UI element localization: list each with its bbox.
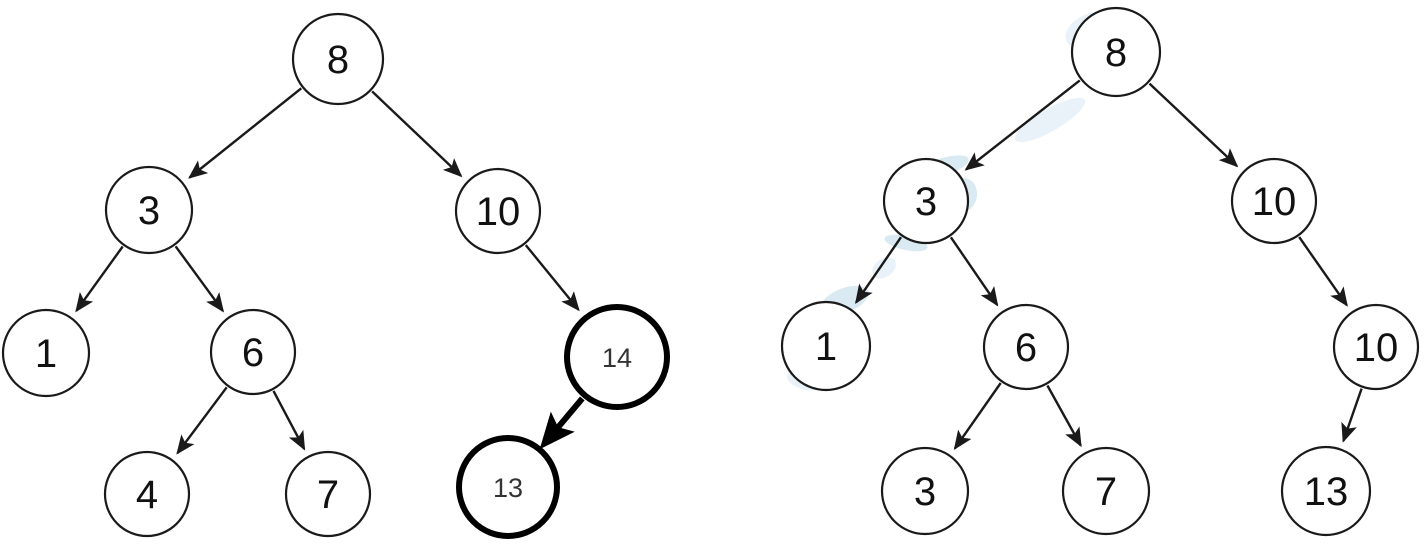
node-value-label: 1: [35, 332, 57, 376]
tree-edge-3-to-1: [75, 245, 124, 313]
tree-node-10[interactable]: 10: [1230, 157, 1318, 245]
tree-node-10[interactable]: 10: [1332, 303, 1420, 391]
tree-edge-10-to-13: [1341, 388, 1363, 443]
node-circle: [1070, 6, 1162, 98]
tree-edge-10-to-14: [524, 244, 580, 312]
tree-node-13[interactable]: 13: [1280, 445, 1372, 537]
tree-edge-6-to-4: [176, 386, 228, 455]
node-circle: [284, 450, 372, 538]
node-circle: [103, 450, 191, 538]
node-value-label: 8: [327, 38, 349, 82]
tree-edge-3-to-6: [949, 236, 999, 307]
tree-node-13[interactable]: 13: [456, 435, 560, 539]
node-circle: [1332, 303, 1420, 391]
tree-node-3[interactable]: 3: [882, 157, 970, 245]
tree-node-10[interactable]: 10: [454, 167, 542, 255]
tree-node-8[interactable]: 8: [291, 12, 385, 106]
tree-node-8[interactable]: 8: [1070, 6, 1162, 98]
tree-node-3[interactable]: 3: [880, 446, 970, 536]
node-value-label: 6: [1015, 326, 1037, 370]
tree-node-1[interactable]: 1: [780, 300, 872, 392]
node-circle: [1230, 157, 1318, 245]
node-circle: [454, 167, 542, 255]
tree-edge-8-to-10: [1148, 82, 1239, 168]
node-value-label: 10: [476, 190, 521, 234]
tree-node-3[interactable]: 3: [104, 165, 194, 255]
node-circle: [564, 304, 670, 410]
node-value-label: 13: [1304, 470, 1349, 514]
node-value-label: 6: [242, 331, 264, 375]
node-value-label: 13: [493, 473, 523, 503]
tree-edge-8-to-10: [371, 90, 463, 178]
node-layer: 8 3 10 1 6 14 4 7 13 8 3 10 1 6 10 3 7 13: [1, 6, 1420, 539]
tree-edge-8-to-3: [964, 79, 1081, 171]
node-value-label: 8: [1105, 31, 1127, 75]
node-value-label: 10: [1252, 180, 1297, 224]
tree-edge-3-to-1: [855, 236, 902, 304]
tree-node-6[interactable]: 6: [982, 303, 1070, 391]
tree-edge-6-to-7: [272, 390, 306, 451]
node-value-label: 3: [914, 470, 936, 514]
node-value-label: 4: [136, 473, 158, 517]
node-value-label: 3: [915, 180, 937, 224]
node-value-label: 7: [1095, 470, 1117, 514]
tree-edge-10-to-10: [1298, 236, 1348, 307]
node-circle: [880, 446, 970, 536]
node-circle: [1280, 445, 1372, 537]
node-value-label: 14: [602, 343, 632, 373]
node-circle: [882, 157, 970, 245]
node-circle: [456, 435, 560, 539]
tree-edge-6-to-7: [1046, 384, 1082, 448]
node-circle: [291, 12, 385, 106]
tree-edge-14-to-13: [539, 396, 585, 450]
tree-edge-3-to-6: [174, 245, 225, 313]
tree-edge-8-to-3: [188, 87, 303, 179]
node-value-label: 10: [1354, 326, 1399, 370]
tree-node-1[interactable]: 1: [1, 308, 91, 398]
tree-node-7[interactable]: 7: [1061, 446, 1151, 536]
edge-layer: [75, 79, 1363, 455]
tree-node-7[interactable]: 7: [284, 450, 372, 538]
node-circle: [780, 300, 872, 392]
scan-smudge: [872, 257, 896, 279]
node-value-label: 7: [317, 473, 339, 517]
tree-node-14[interactable]: 14: [564, 304, 670, 410]
scan-smudge: [1014, 97, 1086, 143]
tree-node-4[interactable]: 4: [103, 450, 191, 538]
node-circle: [1061, 446, 1151, 536]
node-circle: [104, 165, 194, 255]
node-circle: [982, 303, 1070, 391]
node-value-label: 1: [815, 325, 837, 369]
node-value-label: 3: [138, 189, 160, 233]
tree-edge-6-to-3: [953, 382, 1002, 450]
tree-node-6[interactable]: 6: [209, 308, 297, 396]
node-circle: [209, 308, 297, 396]
node-circle: [1, 308, 91, 398]
